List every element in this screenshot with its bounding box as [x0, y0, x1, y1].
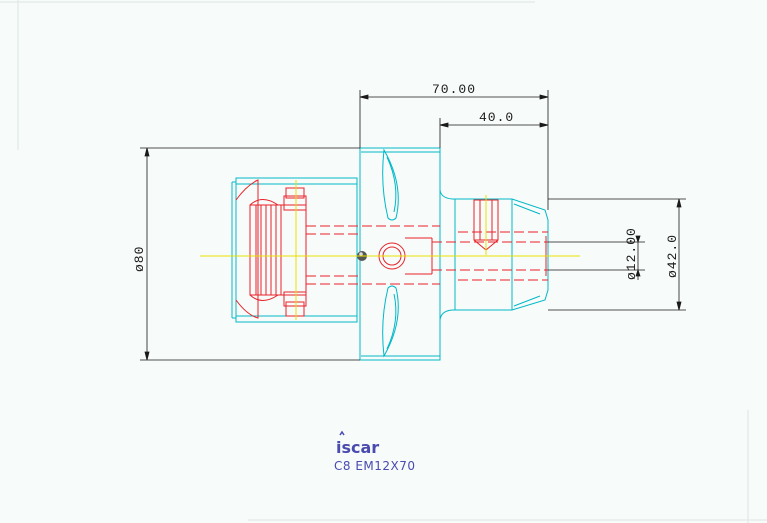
hidden-lines: [235, 179, 548, 319]
dim-shank-diameter: ø42.0: [665, 234, 680, 278]
logo-text: iscar: [336, 438, 379, 457]
iscar-logo: iscar: [336, 430, 379, 457]
part-outline: [231, 147, 549, 361]
dim-bore-diameter: ø12.00: [624, 227, 639, 280]
flange-slots: [382, 148, 399, 358]
dim-shank-length: 40.0: [479, 110, 514, 125]
dimension-lines: [140, 90, 686, 361]
dim-body-diameter: ø80: [132, 246, 147, 272]
dim-overall-length: 70.00: [432, 82, 476, 97]
part-number: C8 EM12X70: [334, 459, 416, 473]
center-line: [200, 180, 580, 320]
